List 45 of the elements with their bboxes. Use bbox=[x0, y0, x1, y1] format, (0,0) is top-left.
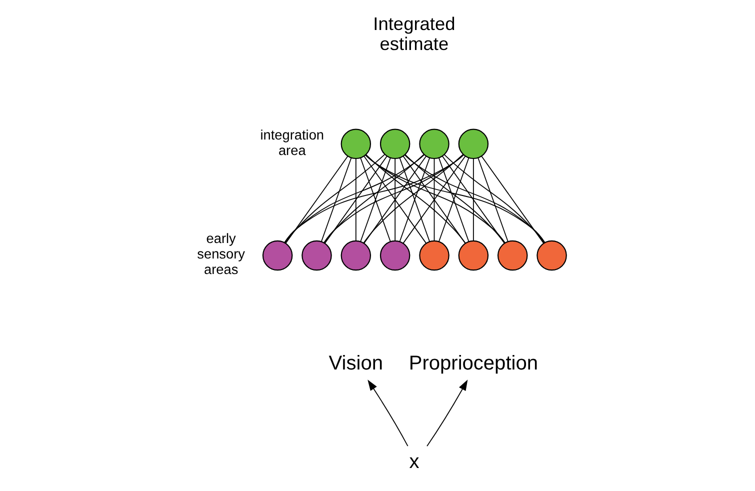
connector bbox=[480, 156, 544, 244]
connector bbox=[324, 156, 387, 244]
connector bbox=[438, 157, 469, 242]
node-circle bbox=[418, 240, 449, 271]
node-circle bbox=[379, 240, 410, 271]
connector bbox=[364, 154, 545, 244]
connector bbox=[364, 154, 506, 244]
connector bbox=[284, 154, 384, 244]
label: early sensory areas bbox=[196, 231, 244, 278]
connector bbox=[320, 157, 352, 242]
connector bbox=[360, 157, 390, 242]
connector bbox=[443, 154, 544, 244]
connector bbox=[441, 156, 504, 244]
node-circle bbox=[379, 128, 410, 160]
node-circle bbox=[458, 240, 488, 271]
connector bbox=[398, 157, 430, 242]
node-circle bbox=[340, 128, 371, 160]
node-circle bbox=[301, 240, 332, 271]
label: integration area bbox=[260, 127, 324, 158]
arrow bbox=[367, 380, 408, 447]
connector bbox=[472, 158, 474, 242]
node-circle bbox=[340, 240, 371, 271]
connector bbox=[433, 158, 434, 242]
connector bbox=[284, 154, 424, 244]
node-text: Proprioception bbox=[408, 352, 538, 374]
connector bbox=[323, 154, 464, 244]
connector bbox=[283, 154, 464, 244]
arrow bbox=[426, 380, 468, 447]
connector bbox=[477, 157, 508, 242]
node-circle bbox=[418, 128, 449, 160]
node-text: x bbox=[408, 450, 419, 473]
label: Integrated estimate bbox=[372, 14, 455, 54]
connector bbox=[363, 156, 426, 244]
node-circle bbox=[458, 128, 488, 160]
node-circle bbox=[536, 240, 566, 271]
node-text: Vision bbox=[328, 352, 383, 374]
connector bbox=[404, 154, 544, 244]
connector bbox=[394, 158, 396, 242]
connector bbox=[354, 158, 356, 242]
connector bbox=[284, 156, 348, 244]
node-circle bbox=[496, 240, 528, 271]
node-circle bbox=[262, 240, 292, 271]
connector bbox=[404, 154, 504, 244]
connector bbox=[323, 154, 424, 244]
connector bbox=[402, 156, 466, 244]
